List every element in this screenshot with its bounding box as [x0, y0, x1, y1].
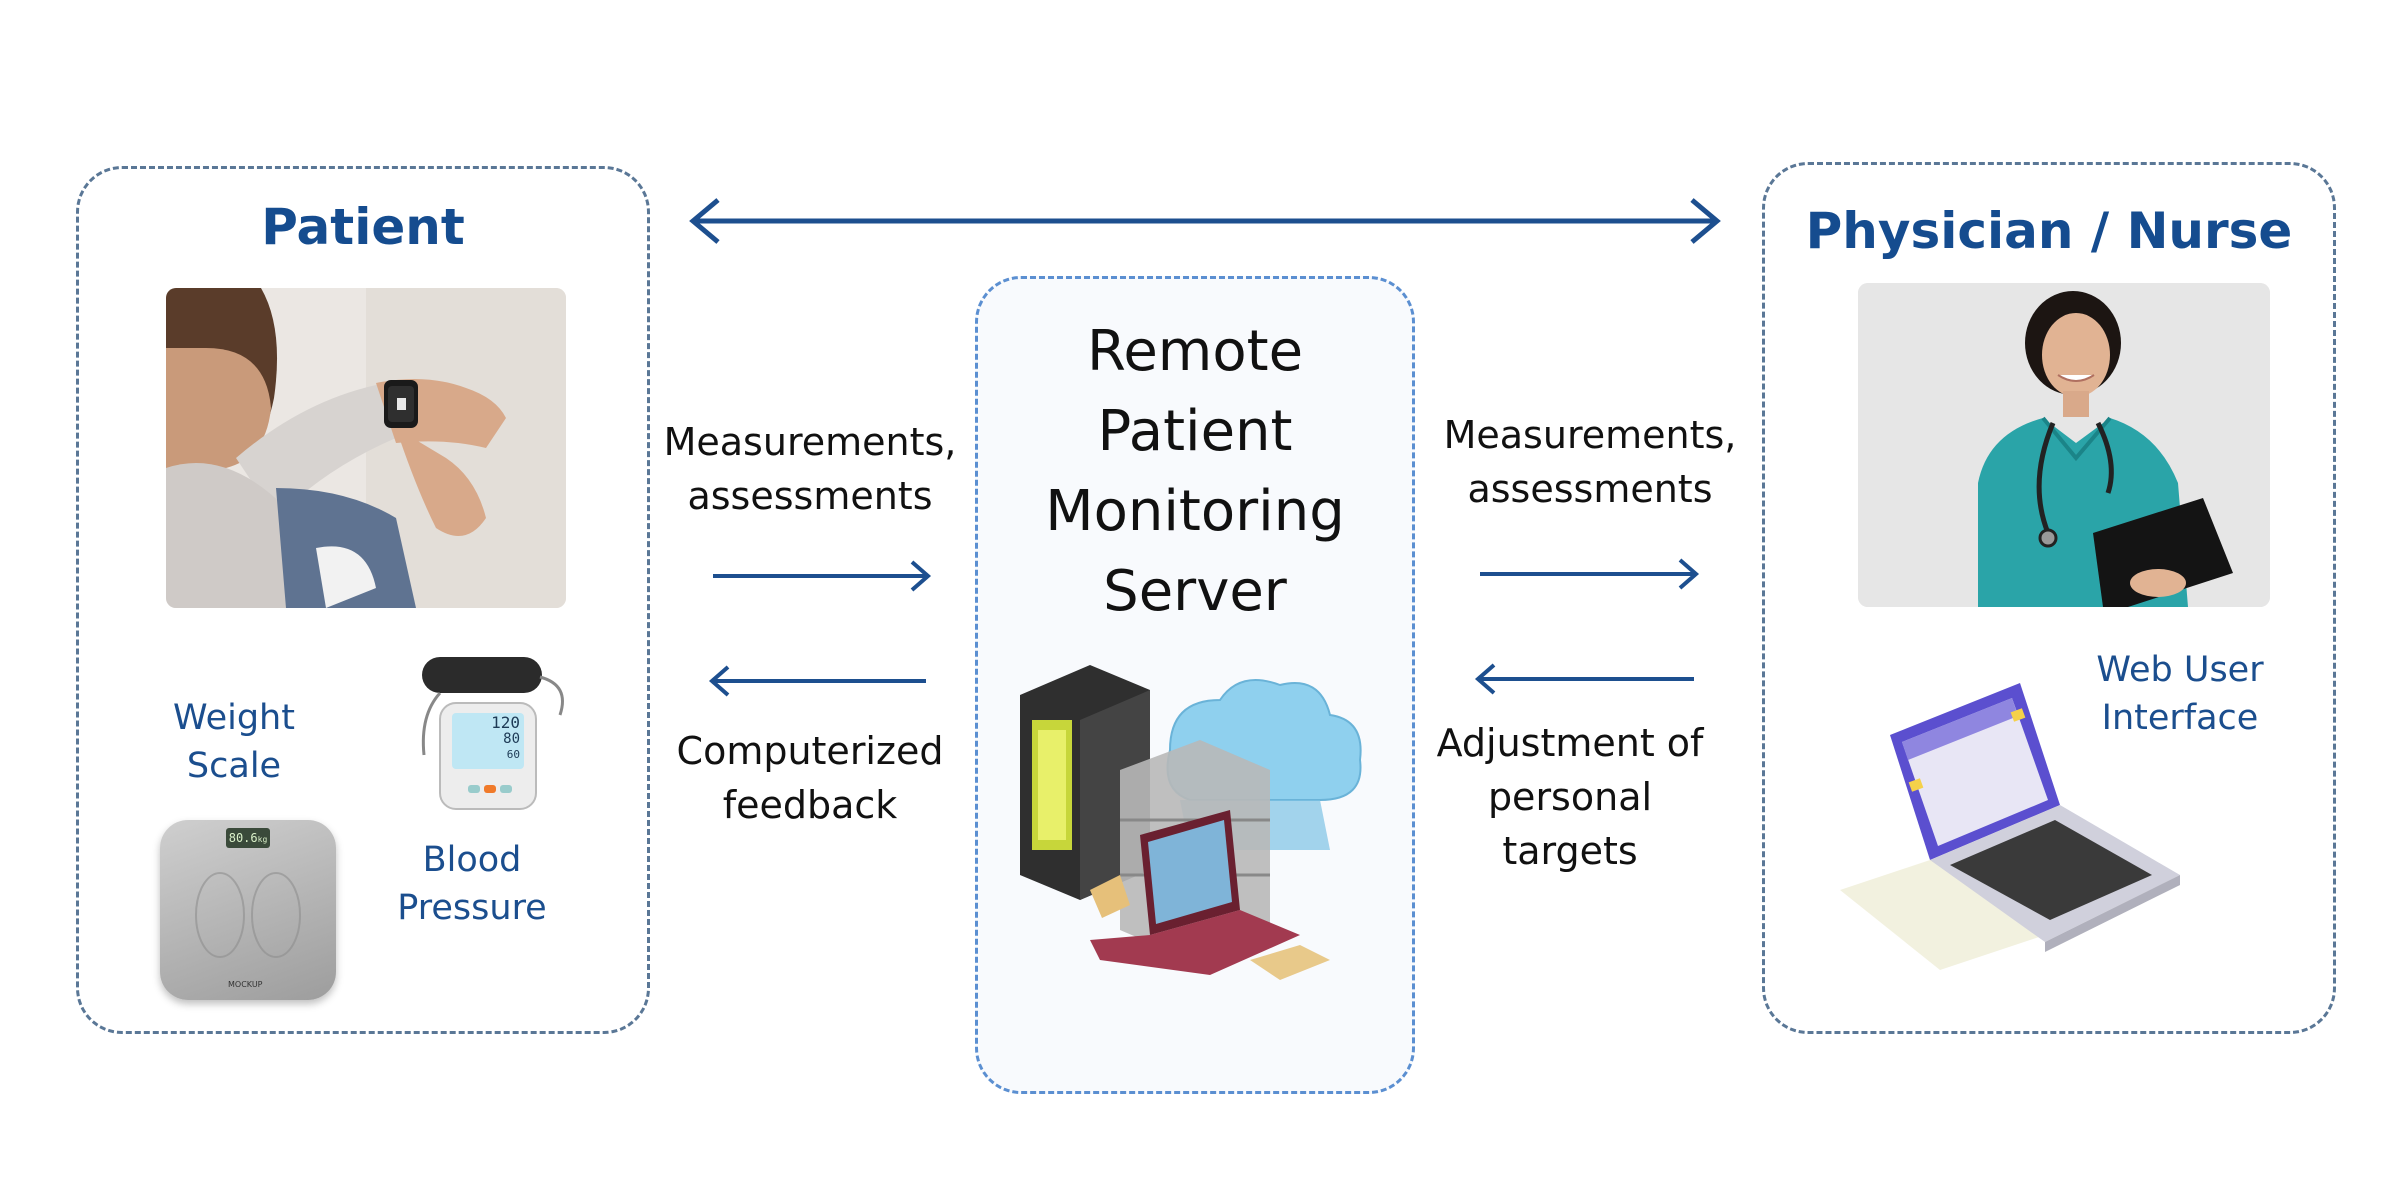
patient-box: [76, 166, 650, 1034]
left-measurements-line2: assessments: [687, 474, 933, 518]
weight-scale-label-line2: Scale: [186, 746, 282, 786]
server-title-line4: Server: [1103, 559, 1287, 624]
blood-pressure-monitor-icon: 120 80 60: [410, 655, 570, 815]
web-ui-label-line1: Web User: [2096, 650, 2264, 690]
patient-smartwatch-photo: [166, 288, 566, 608]
left-measurements-label: Measurements, assessments: [660, 415, 960, 523]
web-ui-label: Web User Interface: [2090, 646, 2270, 742]
server-title: Remote Patient Monitoring Server: [975, 312, 1415, 632]
bp-systolic: 120: [491, 713, 520, 732]
server-title-line3: Monitoring: [1045, 479, 1345, 544]
scale-display-value: 80.6: [228, 831, 258, 845]
blood-pressure-label: Blood Pressure: [392, 836, 552, 932]
nurse-photo: [1858, 283, 2270, 607]
physician-box: [1762, 162, 2336, 1034]
blood-pressure-label-line1: Blood: [422, 840, 522, 880]
computerized-feedback-line1: Computerized: [676, 729, 944, 773]
weight-scale-label-line1: Weight: [173, 698, 295, 738]
server-title-line1: Remote: [1086, 319, 1304, 384]
weight-scale-label: Weight Scale: [154, 694, 314, 790]
server-title-line2: Patient: [1097, 399, 1293, 464]
adjustment-targets-label: Adjustment of personal targets: [1420, 716, 1720, 878]
bp-diastolic: 80: [503, 731, 520, 747]
blood-pressure-label-line2: Pressure: [397, 888, 547, 928]
laptop-icon: [1840, 683, 2180, 970]
patient-title: Patient: [261, 198, 465, 256]
bp-pulse: 60: [506, 748, 520, 761]
web-ui-label-line2: Interface: [2101, 698, 2259, 738]
computerized-feedback-line2: feedback: [722, 783, 898, 827]
left-measurements-line1: Measurements,: [663, 420, 957, 464]
right-measurements-line1: Measurements,: [1443, 413, 1737, 457]
right-measurements-line2: assessments: [1467, 467, 1713, 511]
weight-scale-icon: 80.6kg MOCKUP: [160, 820, 336, 1000]
server-illustration: [1020, 665, 1362, 980]
adjustment-targets-line3: targets: [1502, 829, 1638, 873]
adjustment-targets-line2: personal: [1487, 775, 1653, 819]
physician-title: Physician / Nurse: [1805, 202, 2293, 260]
scale-display-unit: kg: [257, 835, 268, 844]
right-measurements-label: Measurements, assessments: [1440, 408, 1740, 516]
adjustment-targets-line1: Adjustment of: [1436, 721, 1704, 765]
scale-brand: MOCKUP: [228, 980, 263, 989]
computerized-feedback-label: Computerized feedback: [660, 724, 960, 832]
